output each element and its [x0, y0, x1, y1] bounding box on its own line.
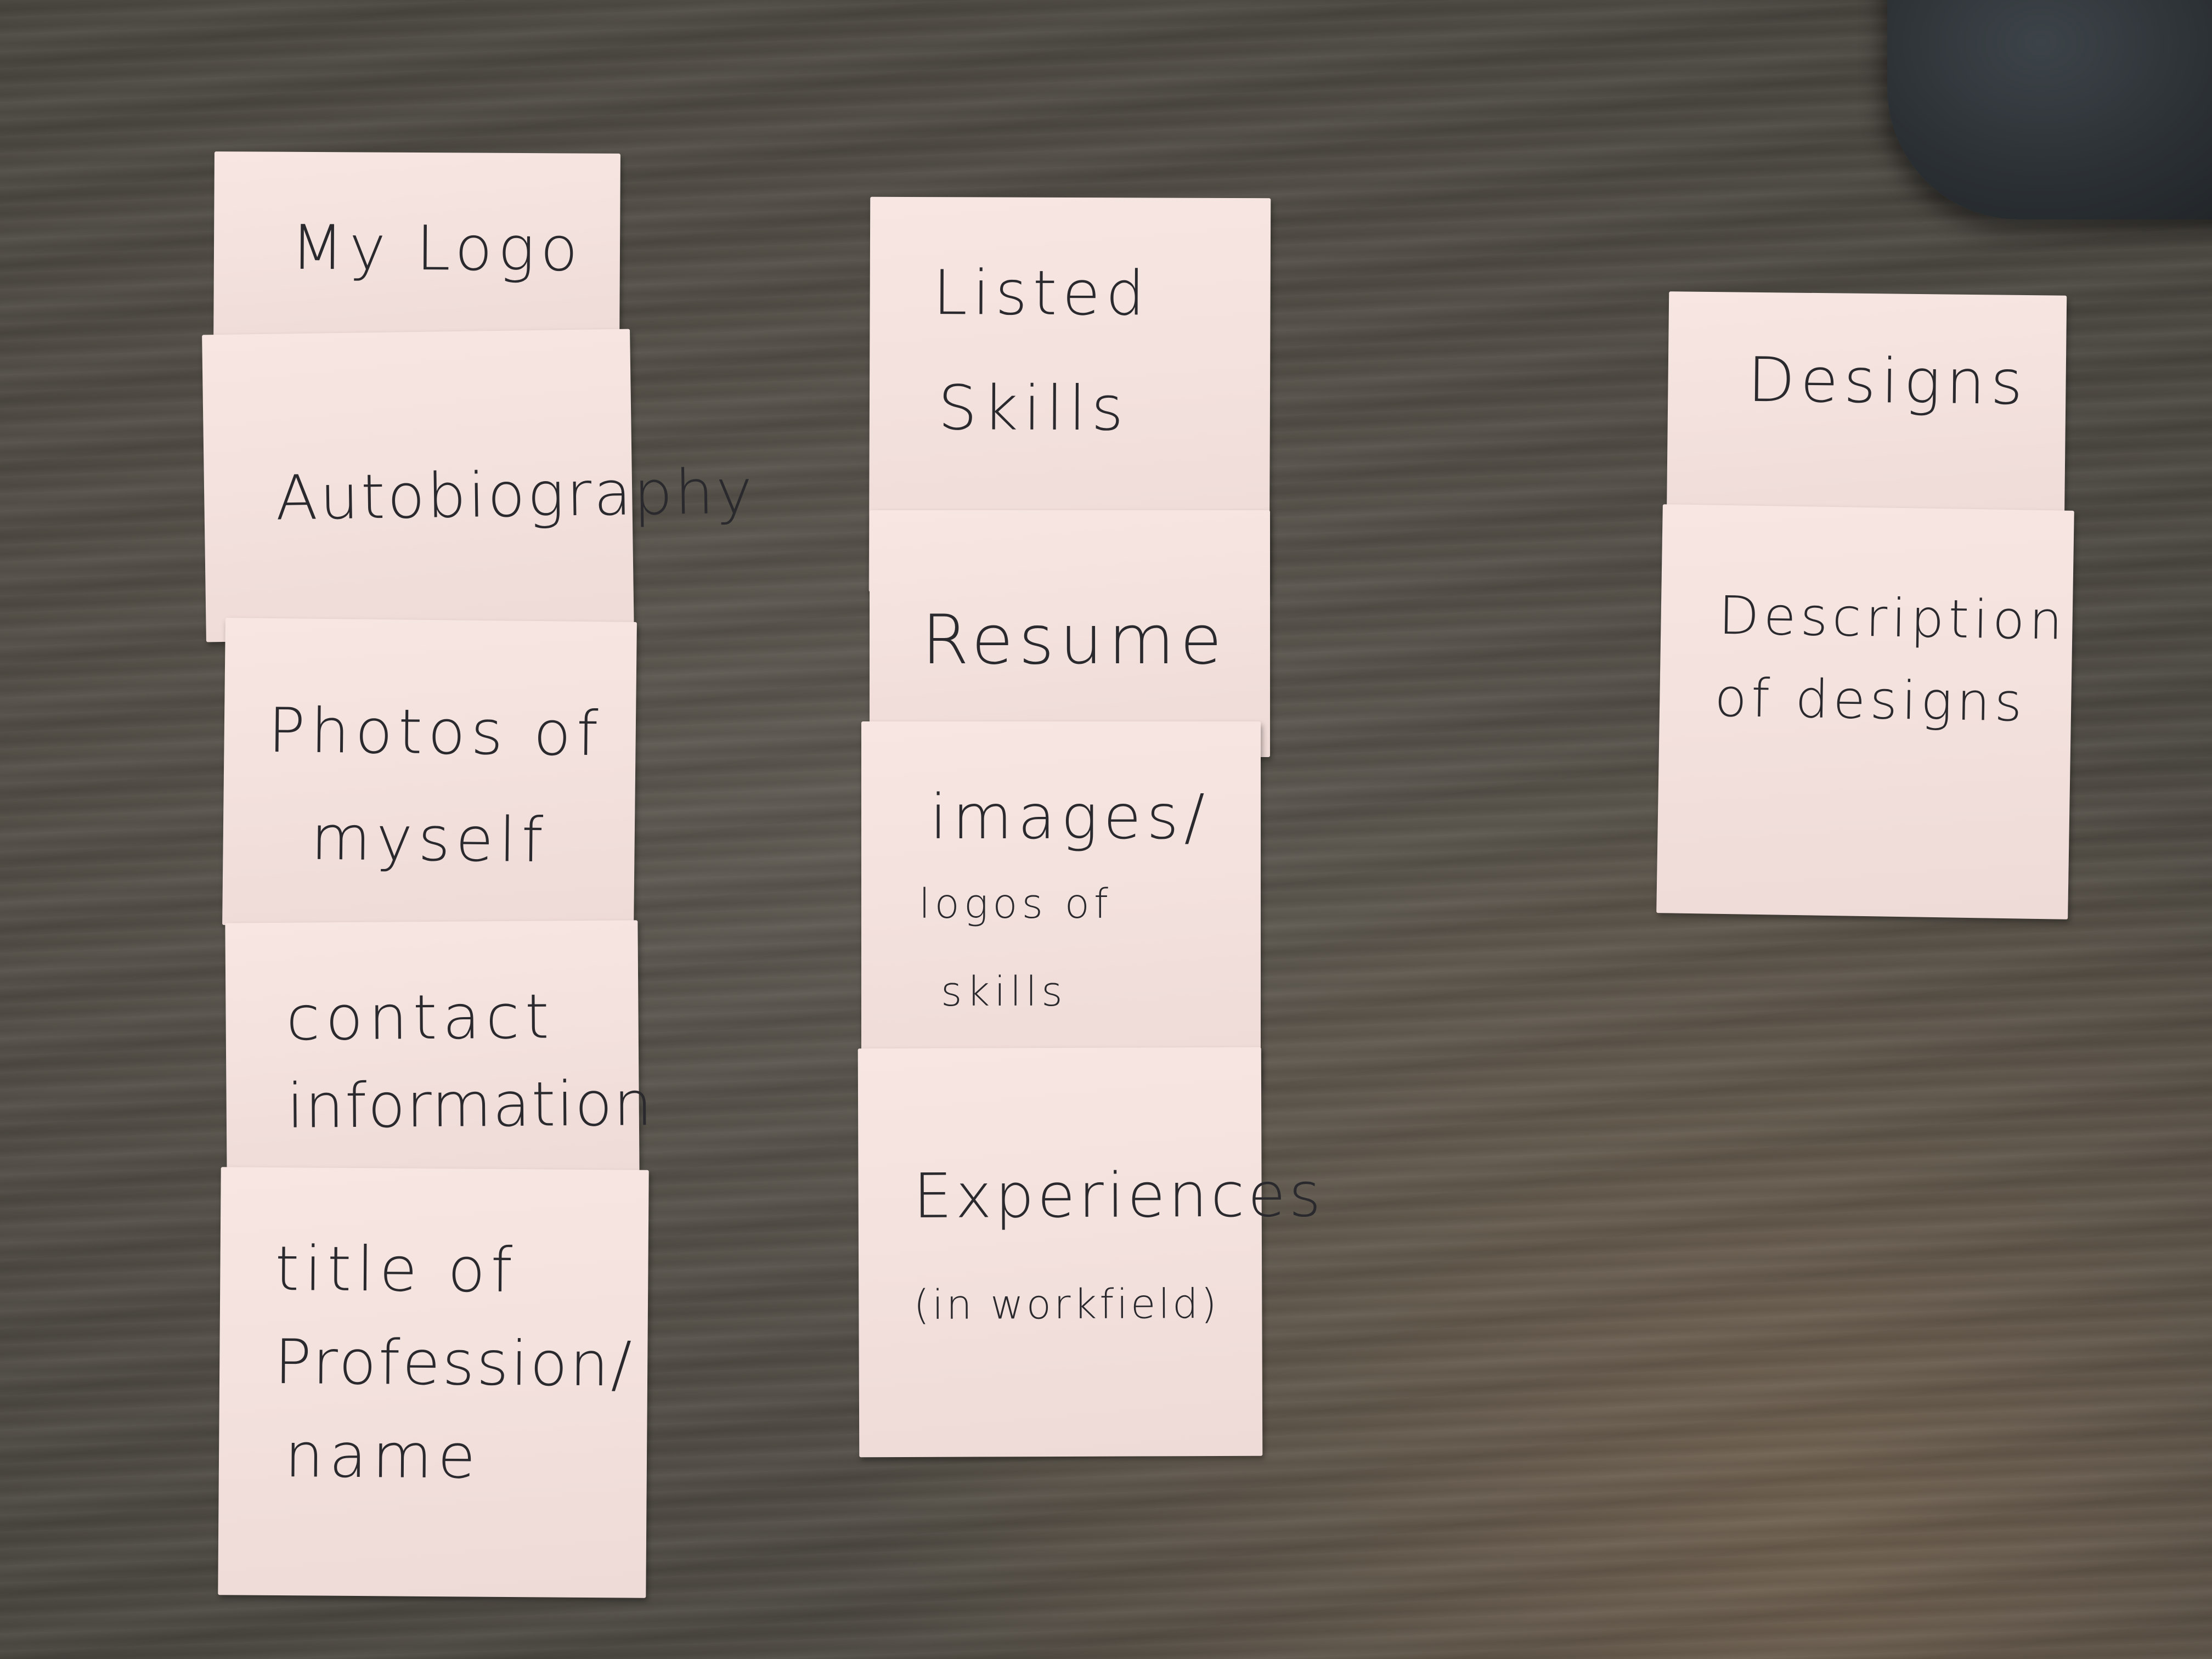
computer-mouse	[1887, 0, 2212, 219]
note-line: (in workfield)	[913, 1280, 1220, 1329]
note-line: Autobiography	[275, 456, 755, 534]
sticky-note-autobiography: Autobiography	[202, 329, 755, 642]
note-line: title of	[274, 1233, 518, 1307]
sticky-note-description-of-designs: Description of designs	[1656, 504, 2074, 919]
note-line: Description	[1718, 584, 2068, 652]
sticky-note-contact-information: contact information	[225, 920, 654, 1181]
note-line: contact	[286, 981, 555, 1054]
note-line: skills	[941, 968, 1067, 1015]
note-line: Profession/	[274, 1326, 634, 1401]
note-line: information	[286, 1068, 654, 1142]
note-line: Skills	[938, 373, 1129, 445]
note-line: Listed	[933, 257, 1150, 330]
note-line: name	[284, 1420, 482, 1493]
note-line: of designs	[1714, 667, 2027, 733]
sticky-note-resume: Resume	[870, 510, 1270, 757]
note-line: My Logo	[290, 212, 584, 285]
note-line: logos of	[919, 881, 1113, 928]
note-line: Resume	[922, 601, 1228, 680]
sticky-note-images-logos-of-skills: images/ logos of skills	[861, 721, 1261, 1084]
sticky-note-title-of-profession: title of Profession/ name	[218, 1167, 649, 1598]
sticky-note-my-logo: My Logo	[213, 151, 620, 351]
sticky-note-photos-of-myself: Photos of myself	[222, 618, 637, 929]
note-line: myself	[311, 802, 549, 877]
note-line: Photos of	[268, 695, 604, 770]
note-line: Experiences	[913, 1159, 1324, 1232]
note-line: images/	[930, 782, 1211, 853]
sticky-note-designs: Designs	[1666, 291, 2067, 532]
sticky-note-experiences: Experiences (in workfield)	[857, 1047, 1324, 1458]
note-line: Designs	[1747, 344, 2029, 419]
